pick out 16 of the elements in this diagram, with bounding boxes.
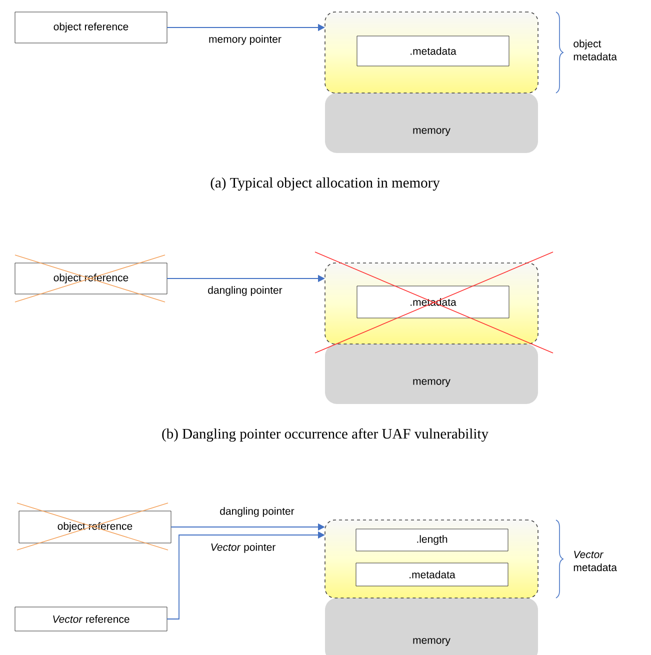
edge-label: Vector pointer (209, 542, 277, 554)
caption: (a) Typical object allocation in memory (210, 177, 440, 191)
field-box: .metadata (356, 562, 508, 586)
side-label: Vector metadata (574, 550, 617, 572)
memory-block: memory (325, 93, 538, 153)
caption: (b) Dangling pointer occurrence after UAF vulnerability (162, 428, 488, 442)
edge-label: dangling pointer (206, 285, 284, 297)
side-label: object metadata (574, 40, 617, 60)
memory-block: memory (325, 344, 538, 404)
reference-box: Vector reference (14, 606, 168, 632)
memory-block: memory (325, 598, 538, 655)
edge-label: dangling pointer (218, 506, 296, 518)
field-box: .length (356, 528, 508, 552)
field-box: .metadata (356, 36, 510, 66)
reference-box: object reference (14, 12, 168, 44)
edge-label: memory pointer (208, 34, 282, 46)
